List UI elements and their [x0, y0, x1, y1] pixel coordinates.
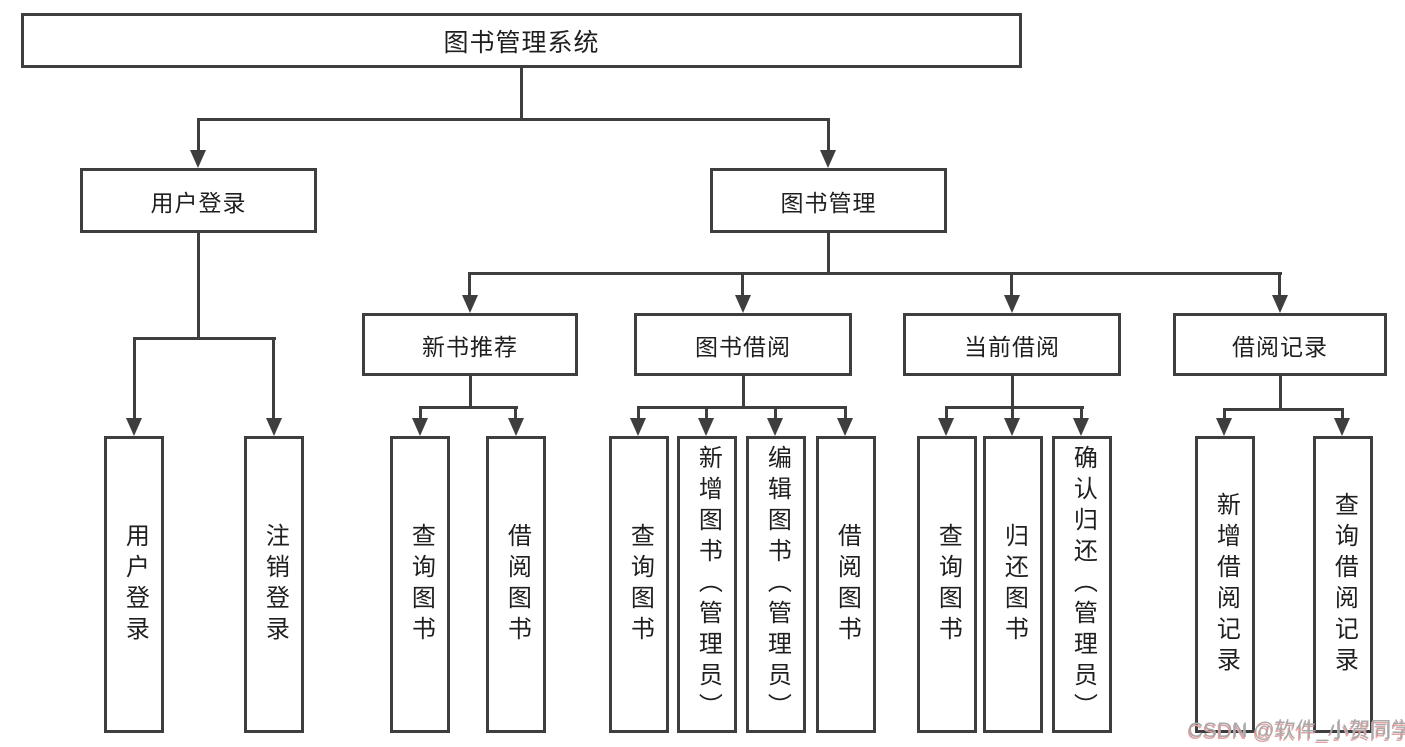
- arrow-down-icon: [735, 295, 751, 313]
- node-current-borrowing: 当前借阅: [903, 313, 1121, 376]
- leaf-label: 注销登录: [261, 522, 289, 647]
- leaf-query-books-recommend: 查询图书: [390, 436, 450, 733]
- connector-line: [637, 406, 847, 409]
- connector-line: [827, 118, 830, 152]
- leaf-add-book-admin: 新增图书（管理员）: [677, 436, 737, 733]
- node-new-book-recommendation: 新书推荐: [362, 313, 578, 376]
- arrow-down-icon: [412, 418, 428, 436]
- connector-line: [1279, 376, 1282, 411]
- node-label: 图书管理: [780, 189, 877, 216]
- arrow-down-icon: [938, 418, 954, 436]
- arrow-down-icon: [266, 418, 282, 436]
- connector-line: [827, 233, 830, 275]
- connector-line: [469, 376, 472, 409]
- connector-line: [1341, 408, 1344, 421]
- connector-line: [133, 337, 136, 421]
- node-label: 用户登录: [150, 189, 247, 216]
- leaf-query-borrow-record: 查询借阅记录: [1313, 436, 1373, 733]
- node-label: 新书推荐: [422, 333, 518, 360]
- node-label: 图书管理系统: [443, 28, 600, 57]
- arrow-down-icon: [508, 418, 524, 436]
- connector-line: [945, 406, 1084, 409]
- leaf-label: 确认归还（管理员）: [1069, 445, 1097, 724]
- arrow-down-icon: [1004, 295, 1020, 313]
- arrow-down-icon: [1334, 418, 1350, 436]
- leaf-return-book: 归还图书: [983, 436, 1043, 733]
- arrow-down-icon: [1272, 295, 1288, 313]
- leaf-label: 查询借阅记录: [1330, 491, 1358, 678]
- connector-line: [468, 272, 471, 297]
- leaf-query-books-current: 查询图书: [917, 436, 977, 733]
- connector-line: [945, 406, 948, 421]
- node-label: 图书借阅: [695, 333, 791, 360]
- arrow-down-icon: [767, 418, 783, 436]
- arrow-down-icon: [1004, 418, 1020, 436]
- leaf-label: 查询图书: [407, 522, 435, 647]
- leaf-label: 编辑图书（管理员）: [763, 445, 791, 724]
- leaf-label: 用户登录: [121, 522, 149, 647]
- leaf-logout: 注销登录: [244, 436, 304, 733]
- arrow-down-icon: [126, 418, 142, 436]
- connector-line: [774, 406, 777, 421]
- node-book-borrowing: 图书借阅: [634, 313, 852, 376]
- leaf-confirm-return-admin: 确认归还（管理员）: [1052, 436, 1112, 733]
- leaf-label: 新增图书（管理员）: [694, 445, 722, 724]
- node-book-management: 图书管理: [710, 168, 947, 233]
- arrow-down-icon: [462, 295, 478, 313]
- node-library-management-system: 图书管理系统: [21, 13, 1022, 68]
- connector-line: [133, 337, 276, 340]
- arrow-down-icon: [1216, 418, 1232, 436]
- arrow-down-icon: [837, 418, 853, 436]
- leaf-borrow-books: 借阅图书: [816, 436, 876, 733]
- csdn-watermark: CSDN @软件_小贺同学: [1188, 719, 1405, 742]
- connector-line: [637, 406, 640, 421]
- arrow-down-icon: [630, 418, 646, 436]
- arrow-down-icon: [698, 418, 714, 436]
- node-label: 当前借阅: [964, 333, 1060, 360]
- connector-line: [419, 406, 518, 409]
- connector-line: [197, 233, 200, 340]
- connector-line: [272, 337, 275, 421]
- arrow-down-icon: [1073, 418, 1089, 436]
- connector-line: [520, 68, 523, 121]
- connector-line: [742, 376, 745, 409]
- leaf-edit-book-admin: 编辑图书（管理员）: [746, 436, 806, 733]
- connector-line: [1080, 406, 1083, 421]
- node-label: 借阅记录: [1232, 333, 1328, 360]
- leaf-add-borrow-record: 新增借阅记录: [1195, 436, 1255, 733]
- node-user-login: 用户登录: [80, 168, 317, 233]
- connector-line: [469, 272, 1282, 275]
- connector-line: [741, 272, 744, 297]
- connector-line: [514, 406, 517, 421]
- leaf-label: 新增借阅记录: [1212, 491, 1240, 678]
- leaf-borrow-books-recommend: 借阅图书: [486, 436, 546, 733]
- leaf-label: 查询图书: [934, 522, 962, 647]
- connector-line: [1278, 272, 1281, 297]
- node-borrowing-records: 借阅记录: [1173, 313, 1387, 376]
- connector-line: [419, 406, 422, 421]
- connector-line: [1223, 408, 1344, 411]
- arrow-down-icon: [190, 150, 206, 168]
- connector-line: [1010, 272, 1013, 297]
- leaf-label: 归还图书: [1000, 522, 1028, 647]
- connector-line: [705, 406, 708, 421]
- connector-line: [197, 118, 830, 121]
- connector-line: [197, 118, 200, 152]
- connector-line: [1011, 376, 1014, 409]
- leaf-label: 借阅图书: [503, 522, 531, 647]
- leaf-label: 查询图书: [626, 522, 654, 647]
- leaf-query-books-borrow: 查询图书: [609, 436, 669, 733]
- arrow-down-icon: [820, 150, 836, 168]
- leaf-label: 借阅图书: [833, 522, 861, 647]
- connector-line: [1011, 406, 1014, 421]
- leaf-user-login: 用户登录: [104, 436, 164, 733]
- connector-line: [1223, 408, 1226, 421]
- connector-line: [844, 406, 847, 421]
